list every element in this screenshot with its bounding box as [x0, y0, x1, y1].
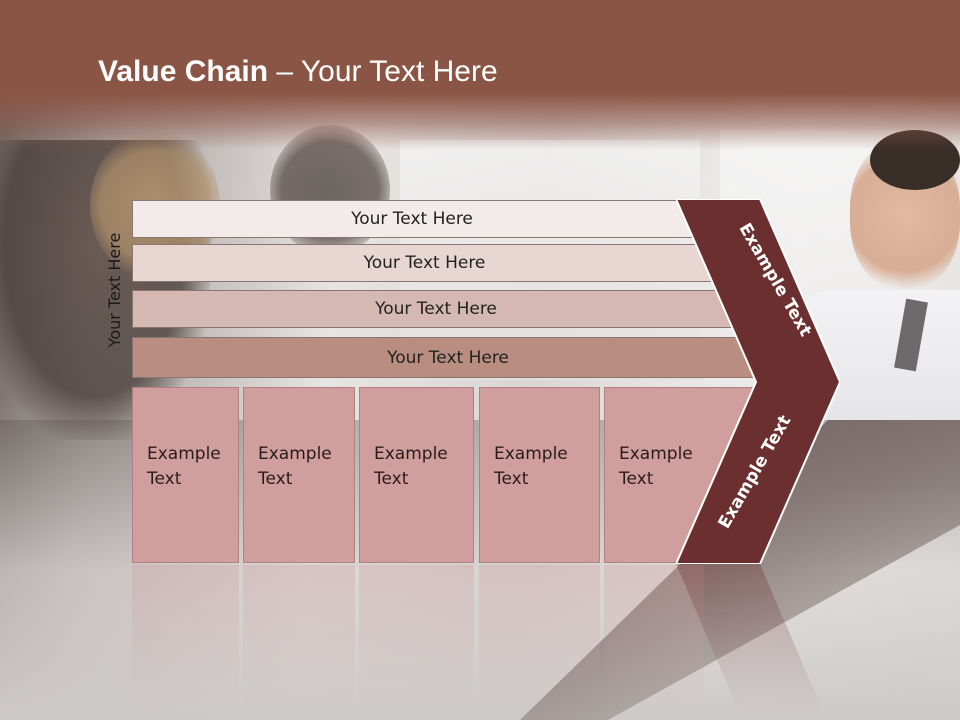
value-chain-row[interactable]: Your Text Here: [132, 200, 692, 238]
value-chain-row[interactable]: Your Text Here: [132, 290, 740, 328]
chevron-reflection: [676, 564, 824, 714]
row-label: Your Text Here: [351, 209, 473, 229]
value-chain-row[interactable]: Your Text Here: [132, 337, 764, 378]
value-chain-column[interactable]: Example Text: [359, 387, 474, 563]
slide-title[interactable]: Value Chain – Your Text Here: [98, 55, 498, 89]
title-strong: Value Chain: [98, 55, 269, 88]
columns-reflection: [0, 565, 960, 720]
reflection-column: [359, 565, 474, 705]
chevron-arrow[interactable]: [676, 199, 840, 564]
column-label: Example Text: [374, 444, 448, 489]
column-label: Example Text: [258, 444, 332, 489]
column-label: Example Text: [147, 444, 221, 489]
value-chain-row[interactable]: Your Text Here: [132, 244, 717, 282]
reflection-column: [479, 565, 600, 705]
row-label: Your Text Here: [387, 347, 509, 368]
column-label: Example Text: [494, 444, 568, 489]
row-label: Your Text Here: [363, 253, 486, 273]
value-chain-column[interactable]: Example Text: [132, 387, 239, 563]
title-rest: – Your Text Here: [268, 55, 498, 88]
value-chain-column[interactable]: Example Text: [479, 387, 600, 563]
column-label: Example Text: [619, 444, 693, 489]
value-chain-column[interactable]: Example Text: [243, 387, 355, 563]
row-label: Your Text Here: [375, 299, 497, 319]
reflection-column: [243, 565, 355, 705]
side-label[interactable]: Your Text Here: [105, 232, 124, 348]
reflection-column: [132, 565, 239, 705]
header-band: [0, 0, 960, 150]
